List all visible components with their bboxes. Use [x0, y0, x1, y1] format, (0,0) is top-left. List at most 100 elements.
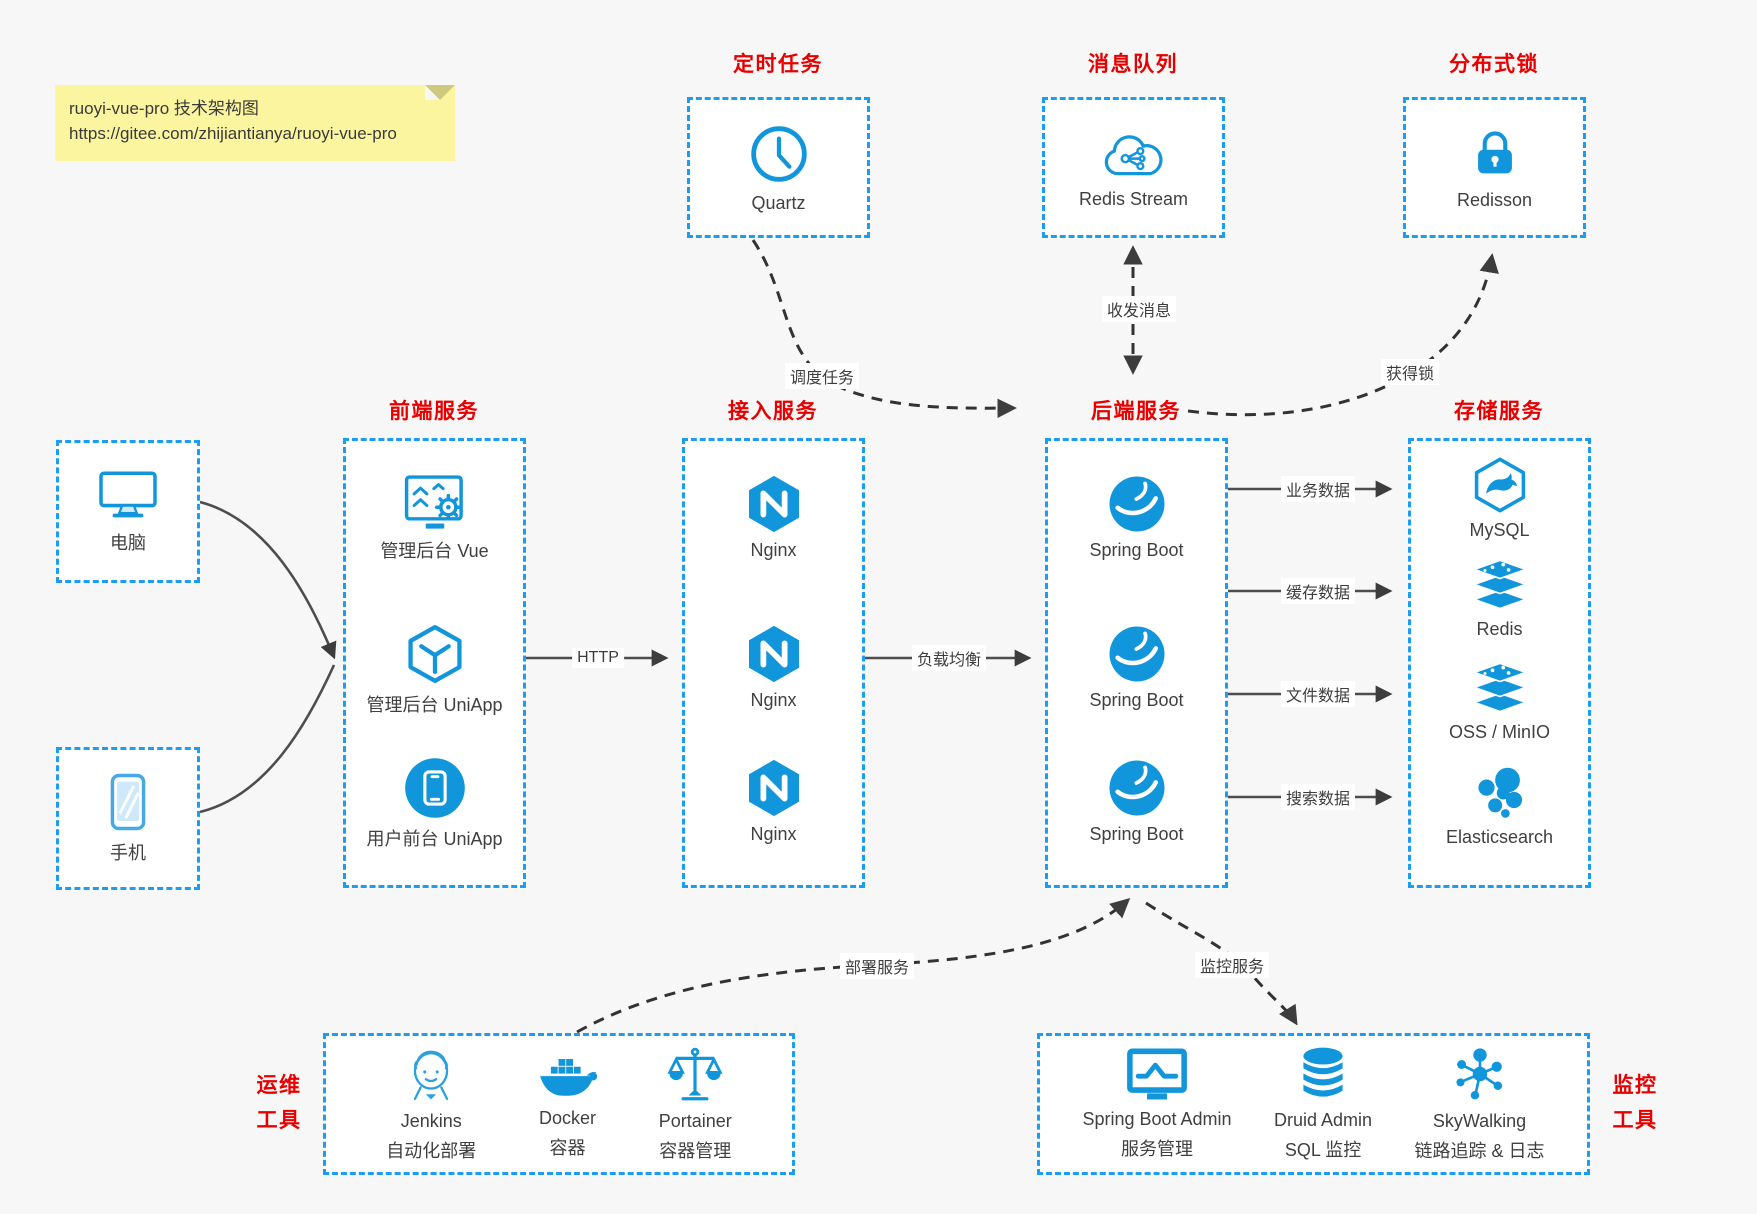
messaging-edge-label: 收发消息 [1101, 296, 1177, 322]
smartphone-icon [110, 773, 146, 831]
backend-item-3: Spring Boot [1048, 758, 1225, 845]
scheduler-group-label: 定时任务 [733, 53, 823, 76]
mq-group-label: 消息队列 [1088, 53, 1178, 76]
node-label: Portainer [658, 1111, 732, 1131]
monitor-chart-icon [1127, 1048, 1187, 1100]
business-data-edge-label: 业务数据 [1280, 476, 1356, 502]
node-label: Druid Admin [1274, 1110, 1373, 1130]
search-data-edge-label: 搜索数据 [1280, 784, 1356, 810]
node-label: 手机 [110, 843, 146, 863]
pc-client-box: 电脑 [56, 440, 200, 583]
monitoring-item-druid: Druid Admin SQL 监控 [1274, 1046, 1372, 1162]
backend-group-label: 后端服务 [1091, 400, 1181, 423]
deploy-edge-label: 部署服务 [839, 953, 915, 979]
node-label: Nginx [750, 824, 797, 844]
monitoring-item-sba: Spring Boot Admin 服务管理 [1082, 1047, 1232, 1161]
nginx-icon [748, 625, 799, 683]
node-label: Docker [538, 1108, 596, 1128]
admin-vue-icon [404, 475, 463, 529]
node-label: 电脑 [110, 533, 146, 553]
node-label: Nginx [750, 540, 797, 560]
backend-item-1: Spring Boot [1048, 474, 1225, 561]
node-label: OSS / MinIO [1448, 722, 1551, 742]
spring-leaf-icon [1109, 476, 1164, 532]
note-title: ruoyi-vue-pro 技术架构图 [69, 99, 259, 118]
monitoring-item-skywalking: SkyWalking 链路追踪 & 日志 [1415, 1045, 1545, 1163]
database-icon [1303, 1047, 1343, 1097]
node-label: 管理后台 UniApp [366, 695, 503, 715]
docker-whale-icon [540, 1059, 598, 1096]
mq-box: Redis Stream [1042, 97, 1225, 238]
node-sublabel: 链路追踪 & 日志 [1414, 1141, 1545, 1161]
scales-icon [667, 1047, 723, 1101]
topology-icon [1455, 1048, 1502, 1100]
spring-leaf-icon [1109, 760, 1164, 816]
ops-item-jenkins: Jenkins 自动化部署 [386, 1045, 476, 1163]
backend-item-2: Spring Boot [1048, 624, 1225, 711]
gateway-group-label: 接入服务 [728, 400, 818, 423]
nginx-icon [748, 475, 799, 533]
cloud-share-icon [1104, 134, 1162, 175]
gateway-item-1: Nginx [685, 474, 862, 561]
uniapp-cube-icon [407, 625, 462, 683]
frontend-item-admin-uniapp: 管理后台 UniApp [346, 623, 523, 717]
lock-group-label: 分布式锁 [1449, 53, 1539, 76]
node-label: MySQL [1469, 520, 1530, 540]
clock-icon [750, 125, 807, 182]
node-label: 管理后台 Vue [380, 541, 489, 561]
node-label: Nginx [750, 690, 797, 710]
node-label: SkyWalking [1432, 1111, 1527, 1131]
storage-item-oss-minio: OSS / MinIO [1411, 662, 1588, 743]
mobile-client-box: 手机 [56, 747, 200, 890]
cache-data-edge-label: 缓存数据 [1280, 578, 1356, 604]
jenkins-icon [414, 1050, 449, 1100]
node-label: Spring Boot [1089, 690, 1184, 710]
storage-item-elasticsearch: Elasticsearch [1411, 765, 1588, 848]
load-balance-edge-label: 负载均衡 [911, 645, 987, 671]
node-label: Redis Stream [1078, 188, 1189, 209]
node-sublabel: SQL 监控 [1284, 1140, 1362, 1160]
gateway-item-3: Nginx [685, 758, 862, 845]
client-pc-link [199, 500, 337, 660]
ops-tools-box: Jenkins 自动化部署 Docker 容器 [323, 1033, 795, 1175]
schedule-edge-label: 调度任务 [784, 363, 860, 389]
frontend-item-vue: 管理后台 Vue [346, 473, 523, 563]
monitor-edge-label: 监控服务 [1194, 952, 1270, 978]
file-data-edge-label: 文件数据 [1280, 681, 1356, 707]
note-fold-corner [425, 85, 455, 100]
desktop-icon [99, 471, 157, 518]
node-label: Spring Boot [1089, 540, 1184, 560]
gateway-item-2: Nginx [685, 624, 862, 711]
node-label: Quartz [751, 192, 806, 213]
node-label: Redisson [1456, 189, 1533, 210]
nginx-icon [748, 759, 799, 817]
frontend-item-user-uniapp: 用户前台 UniApp [346, 757, 523, 851]
node-sublabel: 容器 [549, 1138, 586, 1158]
monitoring-tools-box: Spring Boot Admin 服务管理 Druid Admin SQL 监… [1037, 1033, 1590, 1175]
note-url: https://gitee.com/zhijiantianya/ruoyi-vu… [69, 124, 397, 143]
user-app-icon [404, 758, 465, 818]
redis-stack-icon [1471, 559, 1528, 610]
lock-icon [1477, 130, 1512, 173]
frontend-box: 管理后台 Vue 管理后台 UniApp 用户前台 UniApp [343, 438, 526, 888]
node-label: Redis [1476, 619, 1523, 639]
scheduler-box: Quartz [687, 97, 870, 238]
client-mobile-link [199, 664, 336, 814]
node-sublabel: 自动化部署 [386, 1141, 477, 1161]
acquire-lock-arrow [1187, 253, 1499, 417]
ops-item-docker: Docker 容器 [536, 1048, 598, 1160]
storage-box: MySQL Redis [1408, 438, 1591, 888]
ops-item-portainer: Portainer 容器管理 [659, 1045, 732, 1163]
storage-item-redis: Redis [1411, 559, 1588, 640]
node-label: Jenkins [400, 1111, 462, 1131]
gateway-box: Nginx Nginx Nginx [682, 438, 865, 888]
node-sublabel: 服务管理 [1121, 1139, 1193, 1159]
frontend-group-label: 前端服务 [389, 400, 479, 423]
ops-tools-label: 运维 工具 [256, 1074, 302, 1132]
backend-box: Spring Boot Spring Boot Spring Boot [1045, 438, 1228, 888]
storage-item-mysql: MySQL [1411, 456, 1588, 541]
acquire-lock-edge-label: 获得锁 [1380, 359, 1440, 385]
redis-stack-icon [1471, 662, 1528, 713]
node-label: Spring Boot Admin [1082, 1109, 1232, 1129]
